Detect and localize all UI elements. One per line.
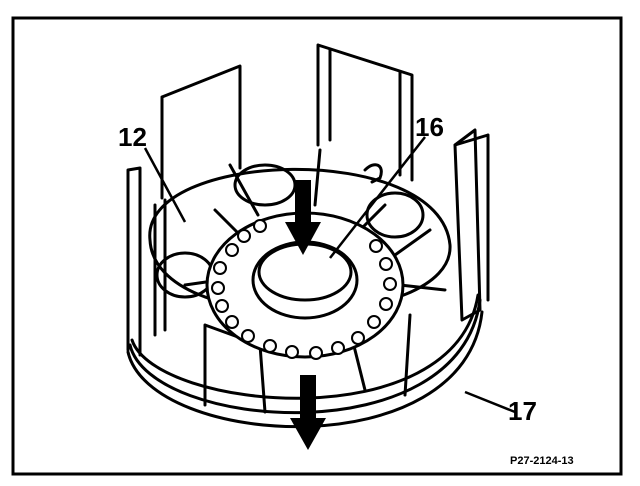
- finger-right-outer: [453, 133, 490, 302]
- callout-label-12: 12: [118, 122, 147, 152]
- spoke-5: [393, 228, 432, 257]
- finger-back-center-shade: [328, 47, 402, 177]
- callout-label-17: 17: [508, 396, 537, 426]
- finger-left-outer: [126, 166, 142, 357]
- finger-front-right: [403, 313, 412, 397]
- finger-left-inner: [153, 198, 167, 337]
- spoke-6: [398, 283, 447, 292]
- floor-pocket-3: [365, 191, 425, 239]
- leader-line-17: [464, 390, 516, 414]
- frame-border: [11, 16, 623, 476]
- spoke-2: [228, 163, 260, 217]
- spoke-3: [313, 148, 322, 207]
- finger-back-center: [316, 43, 414, 182]
- finger-right: [453, 128, 482, 322]
- leader-line-16: [329, 136, 426, 259]
- downward-arrow-top: [285, 180, 321, 255]
- figure-reference-code: P27-2124-13: [510, 455, 574, 467]
- finger-back-left: [160, 64, 242, 200]
- retaining-clip: [363, 163, 383, 184]
- leader-line-12: [143, 147, 187, 223]
- piston-bore-holes: [211, 219, 397, 360]
- downward-arrow-bottom: [290, 375, 326, 450]
- callout-label-16: 16: [415, 112, 444, 142]
